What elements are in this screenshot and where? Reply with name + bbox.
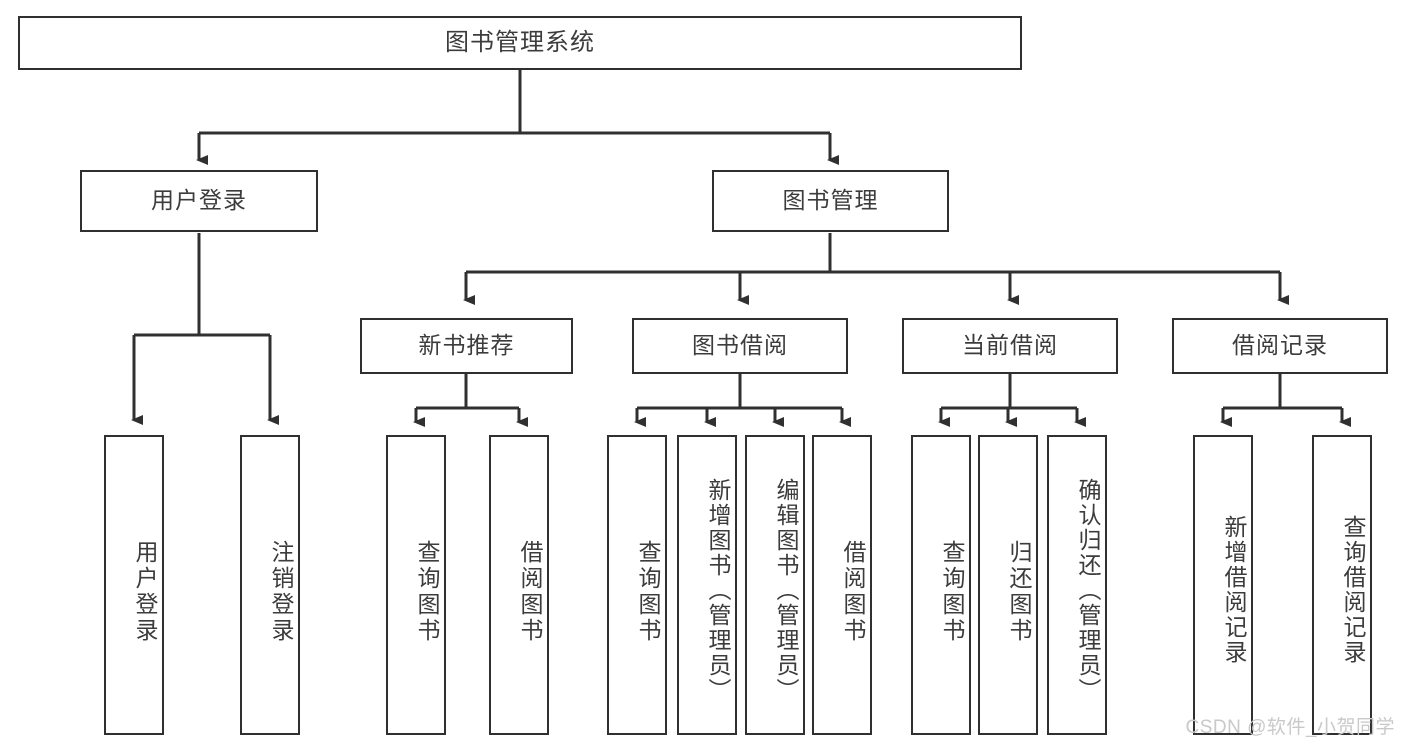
node-label: 借阅图书 [517,540,543,644]
leaf-new-book-query[interactable]: 查询图书 [386,435,446,735]
node-new-book-recommendation[interactable]: 新书推荐 [360,318,573,374]
leaf-borrow-borrow-book[interactable]: 借阅图书 [812,435,872,735]
node-label: 当前借阅 [962,332,1058,359]
leaf-new-book-borrow[interactable]: 借阅图书 [489,435,549,735]
leaf-borrow-add-book-admin[interactable]: 新增图书（管理员） [677,435,737,735]
node-label: 借阅记录 [1232,332,1328,359]
leaf-records-add-record[interactable]: 新增借阅记录 [1193,435,1253,735]
node-label: 图书管理 [782,187,879,214]
node-label: 查询图书 [635,540,661,644]
node-book-management[interactable]: 图书管理 [712,170,949,232]
node-label: 新增借阅记录 [1221,515,1247,665]
node-current-borrowing[interactable]: 当前借阅 [902,318,1118,374]
node-user-login[interactable]: 用户登录 [80,170,318,232]
node-label: 查询图书 [939,540,965,644]
node-book-borrowing[interactable]: 图书借阅 [632,318,848,374]
node-label: 借阅图书 [840,540,866,644]
node-root-library-system[interactable]: 图书管理系统 [18,16,1022,70]
watermark: CSDN @软件_小贺同学 [1185,717,1395,738]
node-label: 编辑图书（管理员） [773,477,799,703]
leaf-current-query-book[interactable]: 查询图书 [911,435,971,735]
leaf-user-login-signout[interactable]: 注销登录 [240,435,300,735]
leaf-current-confirm-return-admin[interactable]: 确认归还（管理员） [1047,435,1107,735]
node-label: 图书管理系统 [445,28,595,56]
leaf-borrow-query-book[interactable]: 查询图书 [607,435,667,735]
node-label: 用户登录 [151,187,247,214]
leaf-current-return-book[interactable]: 归还图书 [978,435,1038,735]
node-borrow-records[interactable]: 借阅记录 [1172,318,1388,374]
node-label: 新增图书（管理员） [705,477,731,703]
leaf-user-login-signin[interactable]: 用户登录 [104,435,164,735]
leaf-records-query-record[interactable]: 查询借阅记录 [1312,435,1372,735]
node-label: 确认归还（管理员） [1075,477,1101,703]
node-label: 查询借阅记录 [1340,515,1366,665]
node-label: 图书借阅 [692,332,788,359]
node-label: 归还图书 [1006,540,1032,644]
node-label: 注销登录 [268,540,294,644]
node-label: 新书推荐 [418,332,515,359]
node-label: 用户登录 [132,540,158,644]
node-label: 查询图书 [414,540,440,644]
leaf-borrow-edit-book-admin[interactable]: 编辑图书（管理员） [745,435,805,735]
